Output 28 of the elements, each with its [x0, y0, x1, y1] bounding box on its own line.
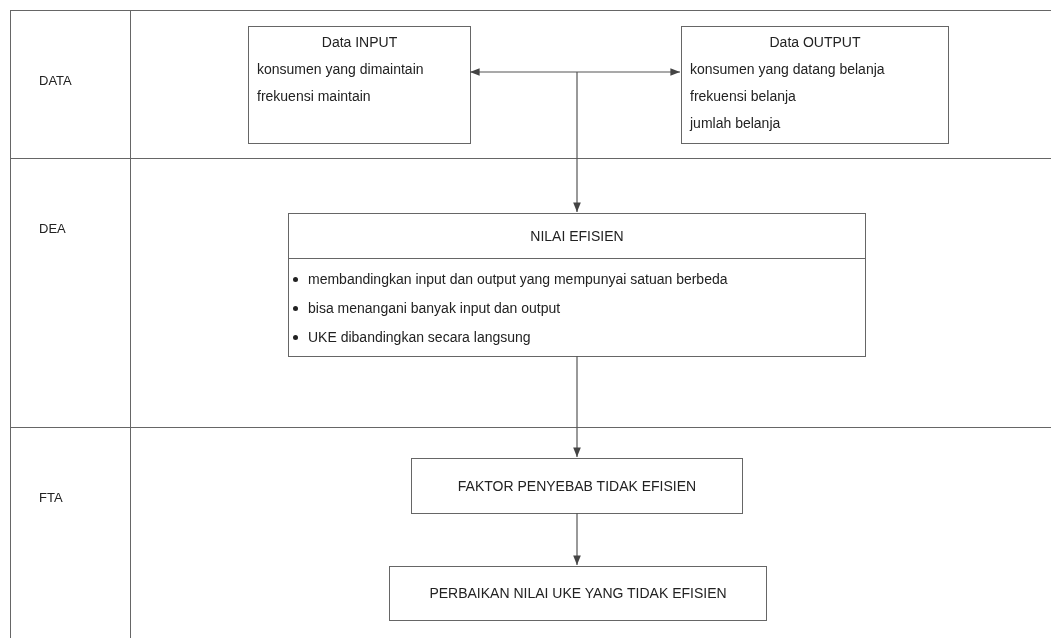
arrow: [573, 355, 581, 458]
box-text: konsumen yang datang belanja: [690, 60, 885, 79]
box-text: frekuensi belanja: [690, 87, 796, 106]
data-box: [248, 26, 471, 144]
lane-label: DATA: [39, 72, 72, 90]
arrow: [469, 68, 681, 76]
lane-label: FTA: [39, 489, 63, 507]
box-text: PERBAIKAN NILAI UKE YANG TIDAK EFISIEN: [429, 584, 727, 603]
box-text: konsumen yang dimaintain: [257, 60, 424, 79]
box-heading: Data INPUT: [321, 33, 398, 52]
swimlane: [10, 427, 1051, 638]
process-box: [389, 566, 767, 621]
swimlane: [10, 10, 1051, 158]
bullet-text: UKE dibandingkan secara langsung: [308, 328, 531, 347]
bullet-text: membandingkan input dan output yang mempunyai satuan berbeda: [308, 270, 728, 289]
box-heading: NILAI EFISIEN: [530, 226, 624, 246]
lane-label: DEA: [39, 220, 66, 238]
box-text: frekuensi maintain: [257, 87, 371, 106]
swimlane: [10, 158, 1051, 427]
arrow: [573, 71, 581, 213]
box-heading: Data OUTPUT: [769, 33, 861, 52]
box-text: FAKTOR PENYEBAB TIDAK EFISIEN: [457, 476, 697, 496]
arrow: [573, 512, 581, 566]
process-box: [288, 213, 866, 357]
data-box: [681, 26, 949, 144]
process-box: [411, 458, 743, 514]
bullet-text: bisa menangani banyak input dan output: [308, 299, 561, 318]
box-text: jumlah belanja: [690, 114, 781, 133]
